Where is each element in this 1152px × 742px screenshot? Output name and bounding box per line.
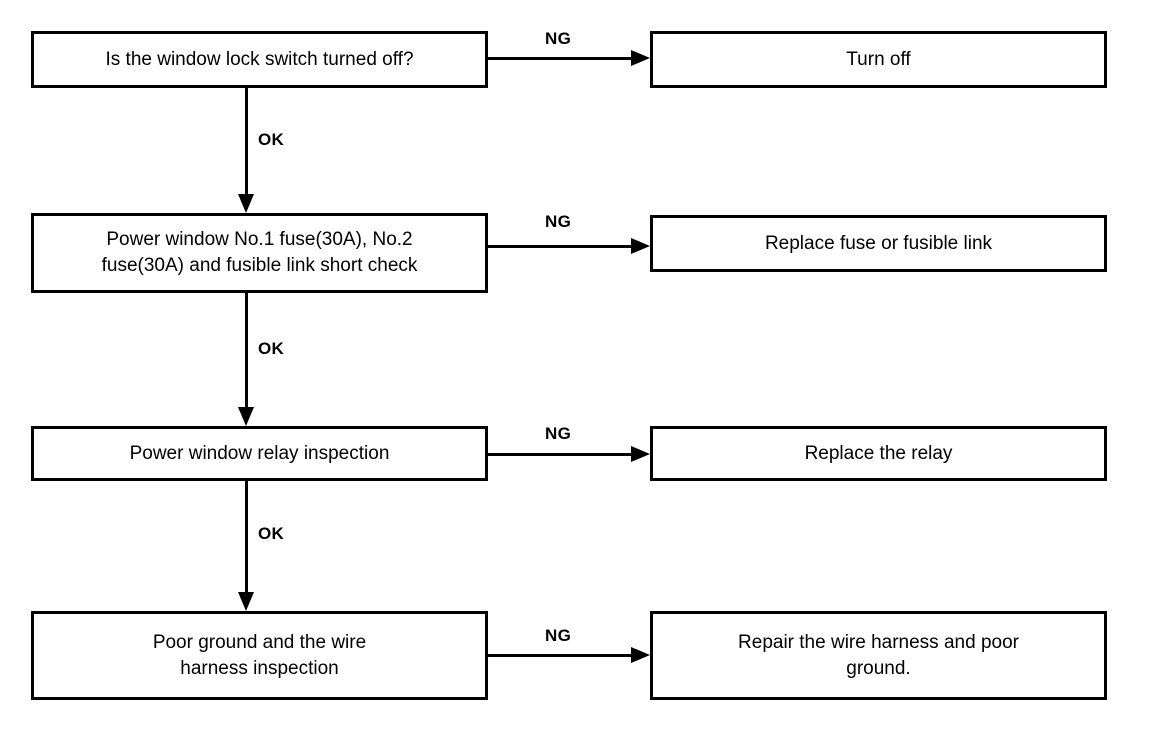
check-node-4[interactable]: Poor ground and the wire harness inspect… bbox=[31, 611, 488, 700]
arrowhead-down-icon bbox=[238, 194, 254, 213]
check-node-1-label: Is the window lock switch turned off? bbox=[105, 48, 414, 70]
ng-connector-2 bbox=[488, 236, 650, 256]
check-node-3-label: Power window relay inspection bbox=[129, 442, 390, 464]
ng-label-1: NG bbox=[545, 29, 572, 48]
ng-label-4: NG bbox=[545, 626, 572, 645]
check-node-4-label: Poor ground and the wire harness inspect… bbox=[152, 631, 367, 679]
ng-connector-2-line bbox=[488, 245, 636, 248]
arrowhead-right-icon bbox=[631, 50, 650, 66]
ok-connector-3 bbox=[238, 481, 254, 611]
ng-connector-3 bbox=[488, 444, 650, 464]
ng-connector-1 bbox=[488, 48, 650, 68]
ok-label-3: OK bbox=[258, 524, 285, 543]
ok-connector-2 bbox=[238, 293, 254, 426]
ok-connector-1-line bbox=[245, 88, 248, 197]
arrowhead-right-icon bbox=[631, 647, 650, 663]
action-node-2[interactable]: Replace fuse or fusible link bbox=[650, 215, 1107, 272]
ok-connector-3-line bbox=[245, 481, 248, 595]
arrowhead-right-icon bbox=[631, 238, 650, 254]
ok-label-1: OK bbox=[258, 130, 285, 149]
check-node-2[interactable]: Power window No.1 fuse(30A), No.2 fuse(3… bbox=[31, 213, 488, 293]
ok-label-2: OK bbox=[258, 339, 285, 358]
check-node-3[interactable]: Power window relay inspection bbox=[31, 426, 488, 481]
ng-label-2: NG bbox=[545, 212, 572, 231]
ng-connector-4-line bbox=[488, 654, 636, 657]
ng-connector-4 bbox=[488, 645, 650, 665]
action-node-3-label: Replace the relay bbox=[804, 442, 953, 464]
ok-connector-1 bbox=[238, 88, 254, 213]
action-node-4-label: Repair the wire harness and poor ground. bbox=[738, 631, 1019, 679]
action-node-4[interactable]: Repair the wire harness and poor ground. bbox=[650, 611, 1107, 700]
action-node-1[interactable]: Turn off bbox=[650, 31, 1107, 88]
ng-label-3: NG bbox=[545, 424, 572, 443]
arrowhead-right-icon bbox=[631, 446, 650, 462]
check-node-1[interactable]: Is the window lock switch turned off? bbox=[31, 31, 488, 88]
ng-connector-1-line bbox=[488, 57, 636, 60]
check-node-2-label: Power window No.1 fuse(30A), No.2 fuse(3… bbox=[101, 229, 418, 276]
arrowhead-down-icon bbox=[238, 407, 254, 426]
arrowhead-down-icon bbox=[238, 592, 254, 611]
ng-connector-3-line bbox=[488, 453, 636, 456]
action-node-1-label: Turn off bbox=[846, 48, 911, 70]
ok-connector-2-line bbox=[245, 293, 248, 410]
action-node-3[interactable]: Replace the relay bbox=[650, 426, 1107, 481]
action-node-2-label: Replace fuse or fusible link bbox=[764, 232, 993, 254]
